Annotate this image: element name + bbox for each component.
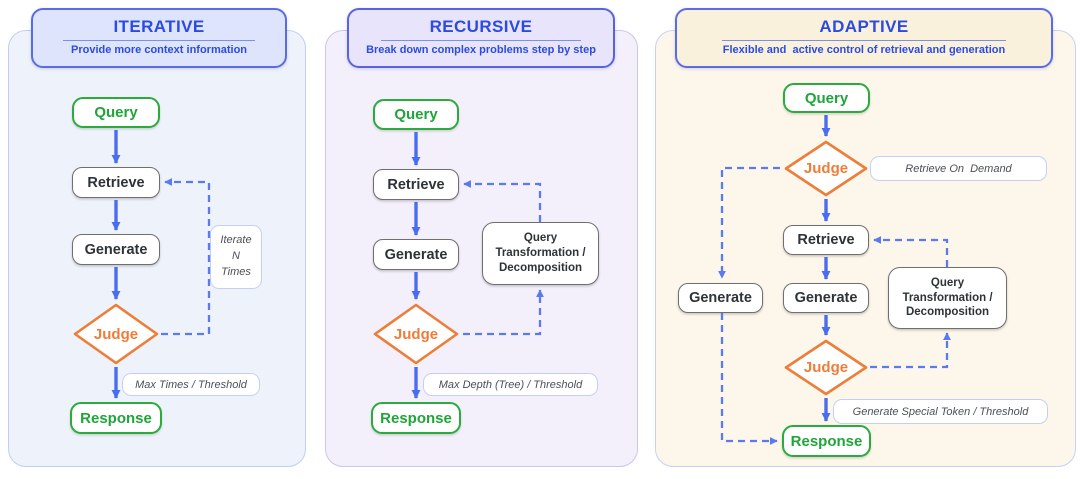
node-query: Query [373,99,459,130]
panel-subtitle: Flexible and active control of retrieval… [722,44,1006,57]
node-response: Response [782,425,871,457]
header-divider [63,40,255,42]
diamond-shape [784,140,868,197]
node-retrieve: Retrieve [373,169,459,200]
node-label: Query [394,106,438,123]
node-label: Generate [84,241,148,258]
panel-adaptive-header: ADAPTIVE Flexible and active control of … [675,8,1053,68]
diamond-shape [373,303,459,365]
node-generate: Generate [72,234,160,265]
panel-iterative-header: ITERATIVE Provide more context informati… [31,8,287,68]
node-query: Query [783,83,870,113]
node-label: Query [804,89,849,107]
node-judge-2-diamond: Judge [783,339,869,396]
node-label-line: Transformation / [902,291,993,304]
diamond-shape [784,339,868,396]
node-label-line: Transformation / [495,247,586,260]
node-label: Query [94,104,138,121]
panel-title: ADAPTIVE [819,17,909,36]
annotation-line: Iterate [220,234,252,247]
annotation-text: Max Depth (Tree) / Threshold [438,378,583,391]
panel-subtitle: Break down complex problems step by step [366,44,596,57]
node-judge-diamond: Judge [372,303,460,365]
node-label-line: Decomposition [498,261,583,274]
panel-title: RECURSIVE [429,17,533,36]
header-divider [721,40,1007,42]
node-response: Response [371,402,461,434]
panel-title: ITERATIVE [113,17,205,36]
node-query-transformation: Query Transformation / Decomposition [482,222,599,285]
node-judge-diamond: Judge [72,303,160,365]
node-label: Retrieve [797,232,855,248]
annotation-line: Times [221,265,251,278]
node-label: Judge [803,359,849,376]
node-query: Query [72,97,160,128]
node-label: Judge [93,325,139,343]
annotation-iterate-n-times: Iterate N Times [210,225,262,289]
node-label: Response [80,409,152,427]
node-response: Response [70,402,162,434]
node-generate: Generate [783,283,869,313]
node-label-line: Query [930,276,965,289]
node-label: Retrieve [387,176,445,193]
annotation-retrieve-on-demand: Retrieve On Demand [870,156,1047,181]
panel-subtitle: Provide more context information [70,44,248,57]
node-label: Judge [803,160,849,177]
annotation-generate-special-token: Generate Special Token / Threshold [833,399,1048,424]
node-label: Generate [794,290,858,306]
annotation-text: Retrieve On Demand [905,162,1012,175]
node-label: Judge [393,325,439,343]
annotation-line: N [232,250,240,263]
node-judge-1-diamond: Judge [783,140,869,197]
panel-recursive-header: RECURSIVE Break down complex problems st… [347,8,615,68]
node-retrieve: Retrieve [783,225,869,255]
header-divider [380,40,582,42]
node-label: Response [790,432,863,450]
diamond-shape [73,303,159,365]
annotation-max-times-threshold: Max Times / Threshold [122,373,260,396]
node-label-line: Decomposition [905,306,990,319]
node-generate-left: Generate [678,283,763,313]
annotation-text: Generate Special Token / Threshold [852,405,1029,418]
node-label: Response [380,409,452,427]
node-generate: Generate [373,239,459,270]
node-label-line: Query [523,232,558,245]
node-label: Generate [689,290,752,306]
node-query-transformation: Query Transformation / Decomposition [888,267,1007,329]
node-label: Generate [384,246,448,263]
node-label: Retrieve [87,174,145,191]
node-retrieve: Retrieve [72,167,160,198]
annotation-text: Max Times / Threshold [135,378,247,391]
annotation-max-depth-threshold: Max Depth (Tree) / Threshold [423,373,598,396]
